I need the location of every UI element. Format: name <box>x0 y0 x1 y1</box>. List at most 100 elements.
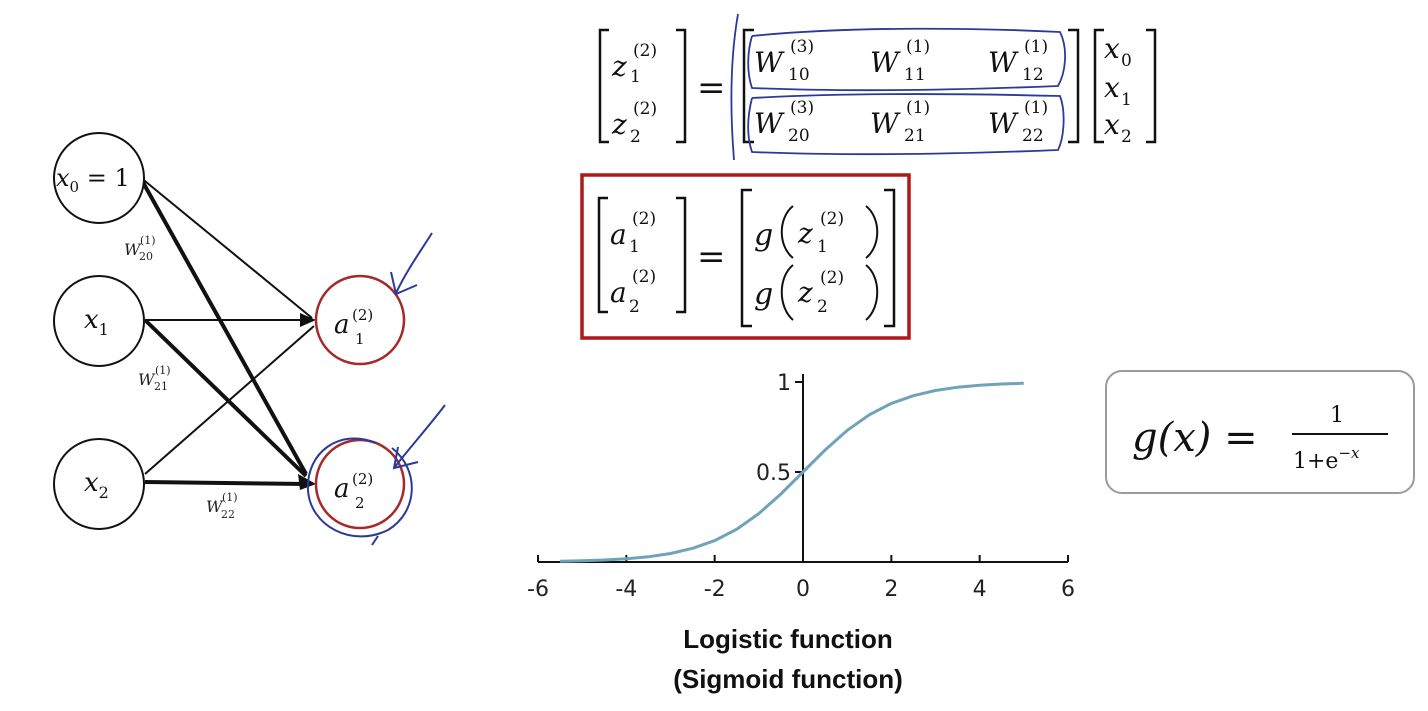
vx2-base: x <box>1104 108 1120 141</box>
x0-suffix: = 1 <box>79 164 130 192</box>
svg-text:a: a <box>334 474 350 504</box>
w10-sup: (3) <box>790 37 814 57</box>
z1-sup: (2) <box>633 41 657 61</box>
w22m-sup: (1) <box>1024 98 1048 118</box>
w21-sub: 21 <box>154 380 168 393</box>
z2-sup: (2) <box>633 99 657 119</box>
y-tick-label: 1 <box>777 371 791 396</box>
z1-sub: 1 <box>630 67 641 87</box>
w21m-sub: 21 <box>904 126 926 146</box>
g1-z-sup: (2) <box>820 209 844 229</box>
weight-label-w20: W (1) 20 <box>124 234 156 263</box>
g2-paren-right <box>865 264 879 321</box>
formula-exponent: −x <box>1338 444 1360 462</box>
act-a1-sub: 1 <box>629 237 640 257</box>
vx1-sub: 1 <box>1121 90 1132 110</box>
bracket-a-left <box>597 196 608 314</box>
bracket-x-left <box>1093 28 1104 144</box>
g2-func: g <box>754 277 773 312</box>
input-node-x0 <box>53 132 145 224</box>
formula-lhs: g(x) = <box>1132 415 1258 461</box>
bracket-g-right <box>884 188 896 328</box>
activation-equals: = <box>697 237 726 277</box>
x-tick-label: 4 <box>973 577 987 602</box>
w12-base: W <box>988 46 1019 79</box>
ink-tail-a2 <box>371 535 379 546</box>
output-node-a1 <box>314 274 406 366</box>
chart-caption-line1: Logistic function <box>683 624 892 654</box>
w20-sup: (1) <box>140 234 156 247</box>
w10-base: W <box>754 46 785 79</box>
g1-func: g <box>754 218 773 253</box>
svg-text:x1: x1 <box>84 305 109 339</box>
weight-label-w21: W (1) 21 <box>138 364 171 393</box>
matrix-equation: z (2) 1 z (2) 2 = W (3) 10 W (1) 11 W (1… <box>598 13 1157 161</box>
chart-axes <box>538 374 1068 563</box>
w12-sup: (1) <box>1024 37 1048 57</box>
x-tick-label: -4 <box>615 577 637 602</box>
g1-z-base: z <box>797 217 813 250</box>
ink-circle-a2 <box>306 437 413 538</box>
w22-sup: (1) <box>222 491 238 504</box>
w22-base: W <box>206 497 224 516</box>
x-tick-label: -6 <box>527 577 549 602</box>
y-tick-label: 0.5 <box>756 461 791 486</box>
z2-base: z <box>611 108 627 141</box>
input-node-x2 <box>53 438 145 530</box>
w22m-sub: 22 <box>1022 126 1044 146</box>
svg-text:a: a <box>334 310 350 340</box>
g1-paren-left <box>780 205 794 259</box>
x-tick-label: 6 <box>1061 577 1075 602</box>
bracket-z-left <box>598 28 609 144</box>
w22-sub: 22 <box>221 508 235 521</box>
a2-base: a <box>334 474 350 504</box>
act-a1-base: a <box>610 218 627 251</box>
vx1-base: x <box>1104 71 1120 104</box>
x1-sub: 1 <box>99 320 109 339</box>
vx0-sub: 0 <box>1121 51 1132 71</box>
w11-sub: 11 <box>904 65 926 85</box>
x1-base: x <box>84 305 99 335</box>
act-a1-sup: (2) <box>632 209 656 229</box>
formula-numerator: 1 <box>1330 403 1344 428</box>
a1-sup: (2) <box>352 306 373 324</box>
w12-sub: 12 <box>1022 65 1044 85</box>
act-a2-sup: (2) <box>632 267 656 287</box>
w22m-base: W <box>988 107 1019 140</box>
activation-box <box>580 173 911 340</box>
weight-label-w22: W (1) 22 <box>206 491 238 521</box>
bracket-z-right <box>676 28 687 144</box>
edge-x0-a2 <box>138 176 308 475</box>
arrowhead-a1 <box>300 313 316 327</box>
g2-z-sub: 2 <box>817 297 828 317</box>
g2-z-base: z <box>797 276 813 309</box>
output-node-a2 <box>314 438 406 530</box>
bracket-g-left <box>740 188 752 328</box>
x0-base: x <box>56 164 70 192</box>
w21m-base: W <box>870 107 901 140</box>
x-tick-label: -2 <box>704 577 726 602</box>
x-tick-label: 2 <box>884 577 898 602</box>
w-row-2: W (3) 20 W (1) 21 W (1) 22 <box>754 98 1048 146</box>
w20-sub: 20 <box>139 250 153 263</box>
bracket-w-right <box>1068 28 1080 144</box>
ink-arrow-a2 <box>392 404 446 470</box>
act-a2-base: a <box>610 276 627 309</box>
x2-sub: 2 <box>99 483 109 502</box>
input-node-x1 <box>53 275 145 367</box>
svg-text:x2: x2 <box>84 468 109 502</box>
w21-base: W <box>138 370 156 389</box>
edge-x2-a2 <box>144 480 307 486</box>
a2-sub: 2 <box>355 494 365 512</box>
sigmoid-formula: g(x) = 1 1+e−x <box>1105 370 1415 494</box>
a1-base: a <box>334 310 350 340</box>
arrowhead-a2 <box>298 474 316 490</box>
z1-base: z <box>611 50 627 83</box>
sigmoid-curve <box>560 381 1024 563</box>
edge-x1-a2 <box>143 318 308 478</box>
chart-caption-line2: (Sigmoid function) <box>673 664 903 694</box>
bracket-a-right <box>676 196 687 314</box>
